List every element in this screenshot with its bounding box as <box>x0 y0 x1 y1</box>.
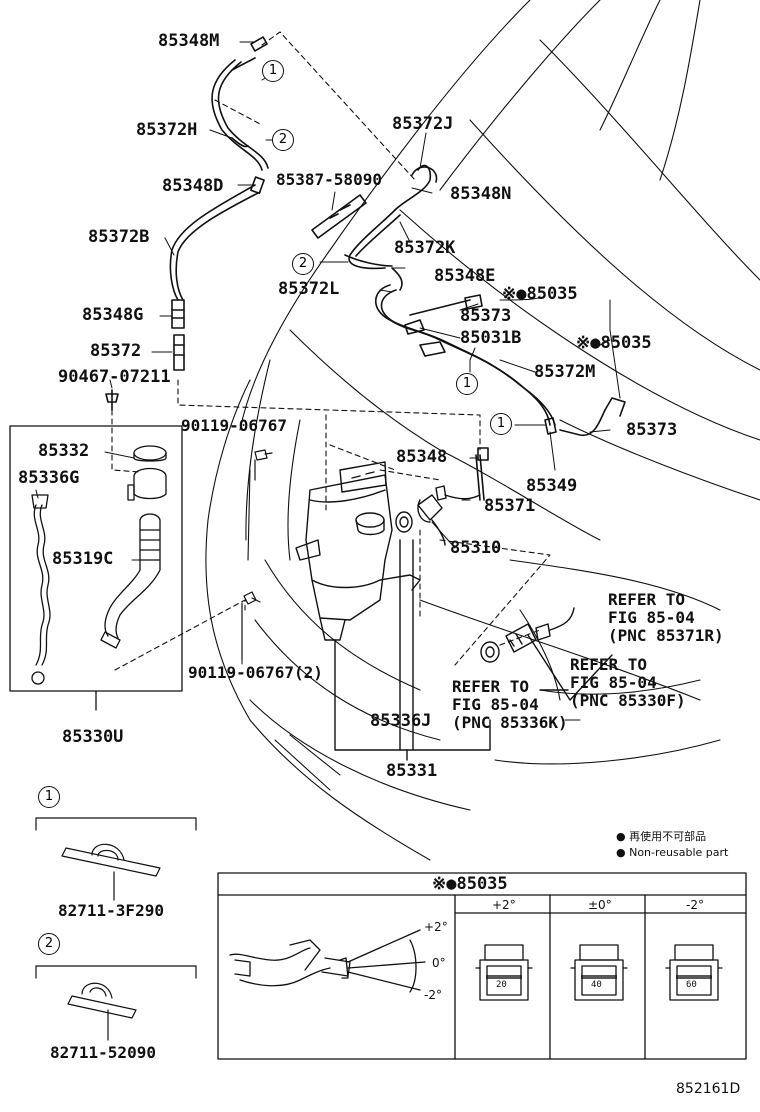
part-label: 85348 <box>396 447 448 467</box>
part-label: 85349 <box>526 476 578 496</box>
part-label: 90119-06767(2) <box>188 663 323 682</box>
callout-1: 1 <box>456 373 478 395</box>
part-label: 85336G <box>18 468 80 488</box>
inset-column-header: +2° <box>492 898 516 912</box>
callout-2: 2 <box>272 129 294 151</box>
callout-2: 2 <box>38 933 60 955</box>
part-label: 85372B <box>88 227 150 247</box>
inset-column-header: ±0° <box>588 898 612 912</box>
part-label: 85310 <box>450 538 502 558</box>
diagram-id: 852161D <box>676 1081 741 1097</box>
part-label: ※●85035 <box>502 284 578 304</box>
part-label: 90119-06767 <box>181 416 287 435</box>
part-label: 85348D <box>162 176 224 196</box>
part-label: 85332 <box>38 441 90 461</box>
part-label: 85348G <box>82 305 144 325</box>
part-label: 85372K <box>394 238 456 258</box>
callout-1: 1 <box>262 60 284 82</box>
part-label: 85372 <box>90 341 142 361</box>
part-label: 85372M <box>534 362 596 382</box>
reference-note: REFER TO FIG 85-04 (PNC 85330F) <box>570 655 686 710</box>
part-label: 85331 <box>386 761 438 781</box>
part-label: 85031B <box>460 328 522 348</box>
pump-and-grommets <box>395 485 613 701</box>
part-label: 85348N <box>450 184 512 204</box>
nozzle-code: 20 <box>496 980 507 990</box>
upper-hose-assembly <box>105 36 269 411</box>
nozzle-code: 60 <box>686 980 697 990</box>
callout-1: 1 <box>490 413 512 435</box>
part-label: 85319C <box>52 549 114 569</box>
legend-non-reusable-en: ● Non-reusable part <box>616 846 729 859</box>
angle-minus: -2° <box>424 988 442 1002</box>
part-label: 85372L <box>278 279 340 299</box>
inset-title: ※●85035 <box>432 874 508 894</box>
part-label: 85373 <box>626 420 678 440</box>
part-label: 85348M <box>158 31 220 51</box>
angle-plus: +2° <box>424 920 448 934</box>
part-label: 82711-3F290 <box>58 901 164 920</box>
nozzle-code: 40 <box>591 980 602 990</box>
callout-2: 2 <box>292 253 314 275</box>
legend-non-reusable-jp: ● 再使用不可部品 <box>616 830 707 843</box>
bolts <box>241 449 273 661</box>
part-label: 85372J <box>392 114 454 134</box>
part-label: 90467-07211 <box>58 367 171 387</box>
clip-details <box>35 817 197 1041</box>
part-label: 85373 <box>460 306 512 326</box>
part-label: 85348E <box>434 266 496 286</box>
angle-zero: 0° <box>432 956 446 970</box>
part-label: 85372H <box>136 120 198 140</box>
inlet-assembly-box <box>9 425 183 711</box>
part-label: 85371 <box>484 496 536 516</box>
washer-tank <box>295 461 491 761</box>
part-label: ※●85035 <box>576 333 652 353</box>
part-label: 85330U <box>62 727 124 747</box>
reference-note: REFER TO FIG 85-04 (PNC 85336K) <box>452 677 568 732</box>
reference-note: REFER TO FIG 85-04 (PNC 85371R) <box>608 590 724 645</box>
nozzle-inset <box>217 872 747 1060</box>
part-label: 85336J <box>370 711 432 731</box>
part-label: 82711-52090 <box>50 1043 156 1062</box>
center-hose-assembly <box>311 164 626 501</box>
part-label: 85387-58090 <box>276 170 382 189</box>
dashed-leaders <box>111 31 551 671</box>
inset-column-header: -2° <box>686 898 704 912</box>
callout-1: 1 <box>38 786 60 808</box>
